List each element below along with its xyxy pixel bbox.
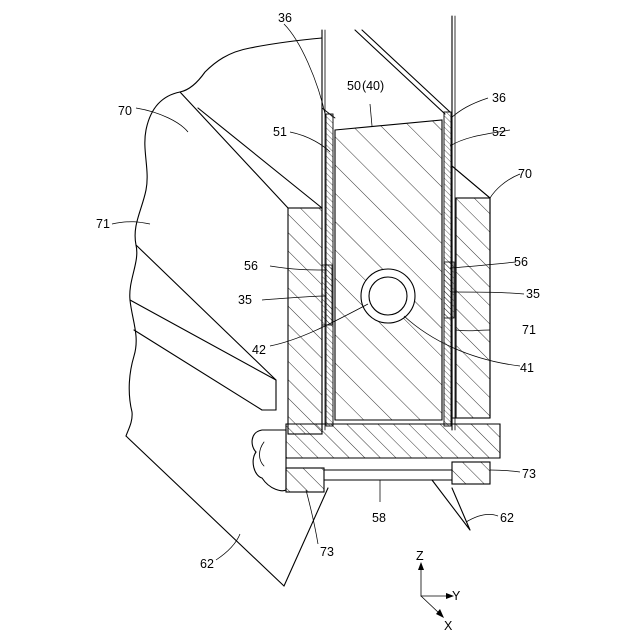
- housing-chamfer-upper: [180, 92, 288, 208]
- label-56-left: 56: [244, 259, 258, 273]
- label-73-right: 73: [522, 467, 536, 481]
- label-62-left: 62: [200, 557, 214, 571]
- label-73-left: 73: [320, 545, 334, 559]
- housing-bevel-4: [134, 330, 262, 410]
- label-35-left: 35: [238, 293, 252, 307]
- label-36-right: 36: [492, 91, 506, 105]
- label-70-left: 70: [118, 104, 132, 118]
- label-71-right: 71: [522, 323, 536, 337]
- label-71-left: 71: [96, 217, 110, 231]
- label-62-right: 62: [500, 511, 514, 525]
- axis-x-label: X: [444, 619, 453, 633]
- label-56-right: 56: [514, 255, 528, 269]
- label-51: 51: [273, 125, 287, 139]
- label-58: 58: [372, 511, 386, 525]
- axis-y-label: Y: [452, 589, 461, 603]
- label-42: 42: [252, 343, 266, 357]
- lower-flange: [286, 462, 490, 492]
- housing-chamfer-edge: [198, 108, 322, 208]
- label-50: 50 (40): [347, 79, 384, 93]
- axis-z-label: Z: [416, 549, 424, 563]
- label-52: 52: [492, 125, 506, 139]
- label-41: 41: [520, 361, 534, 375]
- label-36-left: 36: [278, 11, 292, 25]
- pipe-41: [361, 269, 415, 323]
- left-wall-71: [288, 208, 322, 434]
- housing-bevel-2: [130, 300, 276, 380]
- label-35-right: 35: [526, 287, 540, 301]
- axis-indicator: Z Y X: [416, 549, 461, 633]
- label-70-right: 70: [518, 167, 532, 181]
